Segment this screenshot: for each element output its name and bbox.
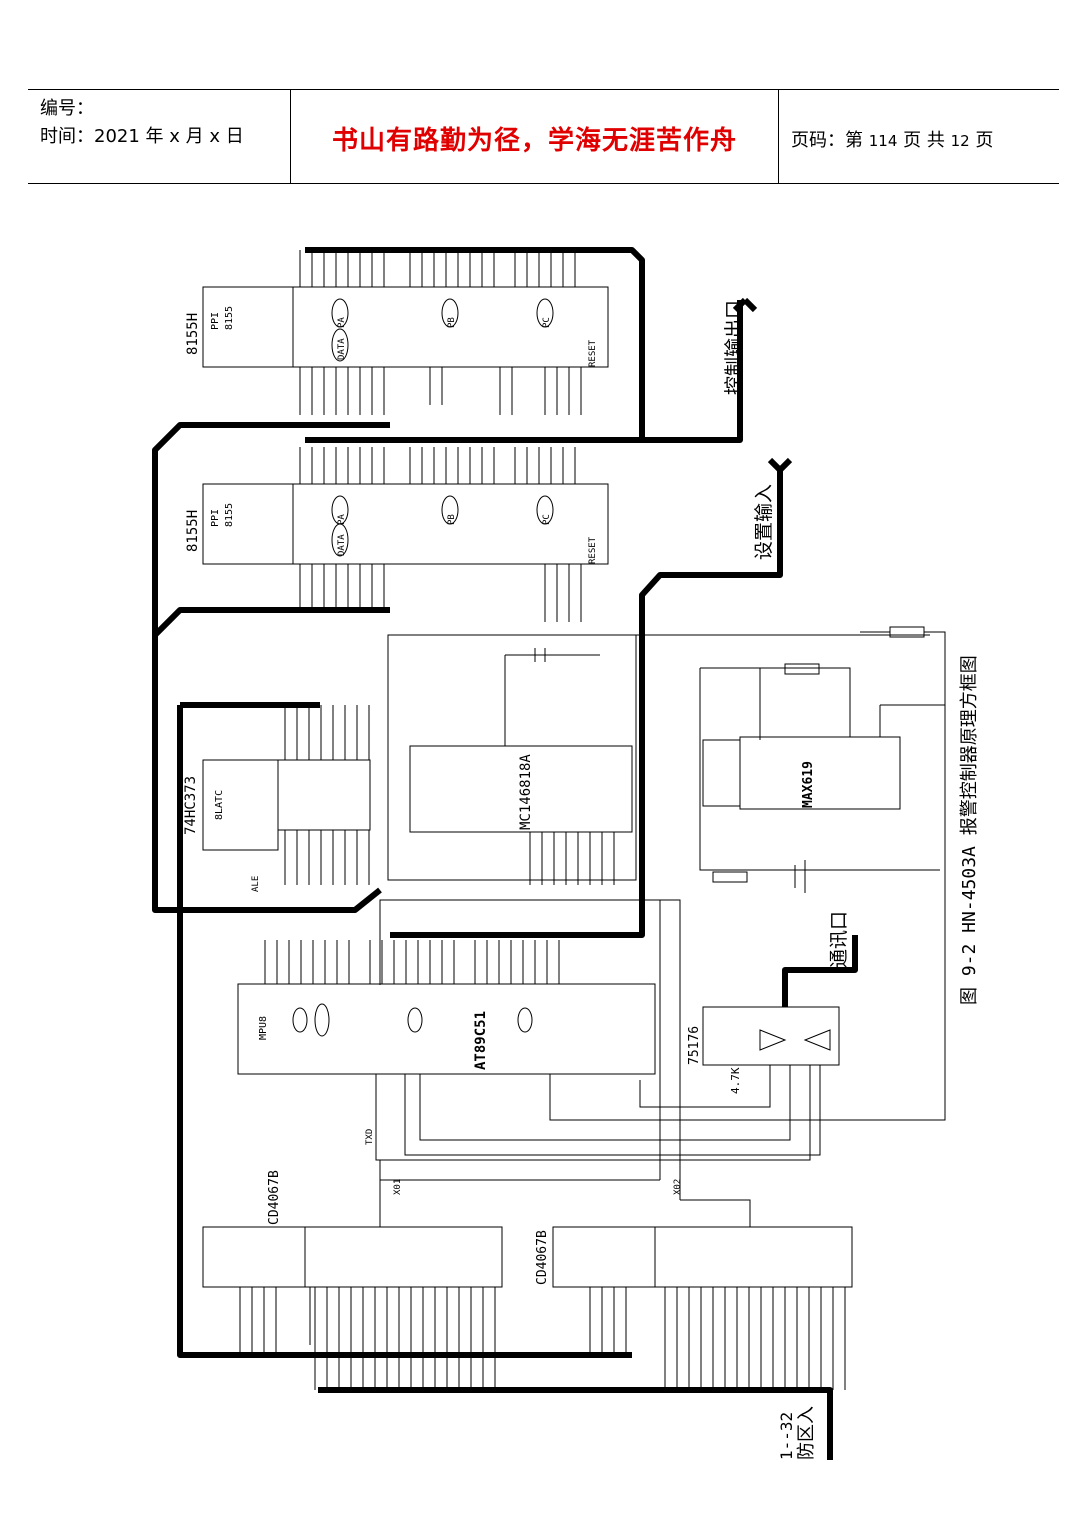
comm-port-label: 通讯口 [828, 911, 850, 968]
mux-left-label: CD4067B [267, 1170, 282, 1225]
ppi-top-reset: RESET [588, 339, 598, 367]
ppi-bottom-data: DATA [337, 534, 347, 556]
control-output-bus [305, 247, 743, 443]
ppi-top-data: DATA [337, 338, 347, 360]
document-number-label: 编号： [40, 98, 94, 119]
rtc-label: MC146818A [518, 754, 534, 830]
ppi-top-pc: PC [542, 317, 552, 328]
ppi-top-name-2: 8155 [224, 306, 235, 330]
mux-left-chip [304, 1226, 503, 1288]
ppi-top-label: 8155H [185, 313, 201, 355]
page-suffix: 页 [975, 130, 994, 151]
txd-label: TXD [365, 1129, 375, 1145]
mcu-inner-label: MPU8 [258, 1016, 269, 1040]
document-time-label: 时间：2021 年 x 月 x 日 [40, 126, 244, 147]
mux-right-block [552, 1226, 656, 1288]
page-total: 12 [950, 132, 970, 150]
page-current: 114 [868, 132, 898, 150]
control-output-label: 控制输出口 [723, 300, 745, 395]
ppi-bottom-reset: RESET [588, 536, 598, 564]
ppi-top-chip [292, 286, 609, 368]
ppi-bottom-pc: PC [542, 514, 552, 525]
setting-input-label: 设置输入 [753, 484, 775, 560]
mux-left-block [202, 1226, 306, 1288]
watchdog-label: MAX619 [801, 761, 816, 808]
ppi-top-pa: PA [337, 317, 347, 328]
mcu-chip [237, 983, 656, 1075]
zone-input-label: 防区入 [796, 1406, 817, 1460]
resistor-label: 4.7K [729, 1067, 742, 1094]
page-prefix: 页码：第 [791, 130, 863, 151]
transceiver-chip [702, 1006, 840, 1066]
document-header: 编号： 时间：2021 年 x 月 x 日 书山有路勤为径，学海无涯苦作舟 页码… [28, 89, 1059, 184]
x01-label: X01 [393, 1179, 403, 1195]
mux-right-label: CD4067B [535, 1230, 550, 1285]
page-indicator: 页码：第 114 页 共 12 页 [791, 126, 993, 152]
mux-right-chip [654, 1226, 853, 1288]
zone-range-label: 1--32 [777, 1412, 796, 1460]
rtc-chip [409, 745, 633, 833]
page-mid: 页 共 [903, 130, 945, 151]
transceiver-label: 75176 [687, 1026, 702, 1065]
x02-label: X02 [673, 1179, 683, 1195]
ppi-bottom-pa: PA [337, 514, 347, 525]
ppi-bottom-pb: PB [447, 514, 457, 525]
latch-inner-label: 8LATC [214, 790, 225, 820]
latch-chip [277, 759, 371, 831]
latch-label: 74HC373 [183, 776, 199, 835]
ppi-top-name-1: PPI [210, 312, 221, 330]
header-meta-cell: 编号： 时间：2021 年 x 月 x 日 [28, 90, 291, 183]
header-motto-cell: 书山有路勤为径，学海无涯苦作舟 [291, 90, 779, 183]
motto-text: 书山有路勤为径，学海无涯苦作舟 [331, 126, 737, 156]
header-page-cell: 页码：第 114 页 共 12 页 [779, 90, 1059, 183]
ppi-bottom-chip [292, 483, 609, 565]
ppi-bottom-name-2: 8155 [224, 503, 235, 527]
latch-ale-label: ALE [251, 876, 261, 892]
mcu-label: AT89C51 [473, 1011, 489, 1070]
figure-caption: 图 9-2 HN-4503A 报警控制器原理方框图 [959, 655, 980, 1005]
watchdog-chip [739, 736, 901, 810]
ppi-top-pb: PB [447, 317, 457, 328]
ppi-bottom-label: 8155H [185, 510, 201, 552]
ppi-bottom-name-1: PPI [210, 509, 221, 527]
